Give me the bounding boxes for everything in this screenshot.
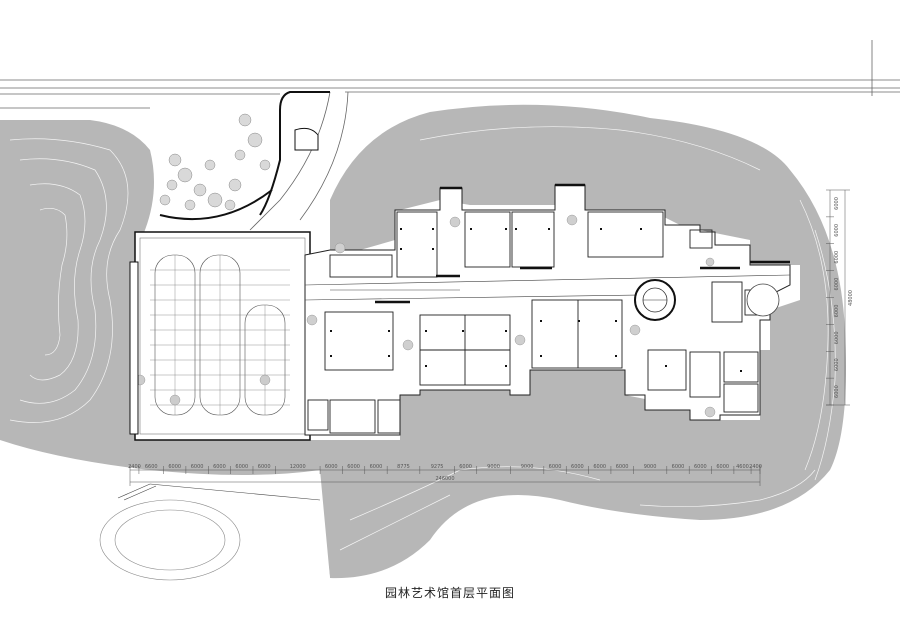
garden-curved-wall [159, 189, 273, 221]
terrain-west [0, 120, 320, 475]
main-corridor [304, 274, 791, 301]
terrain [0, 104, 846, 579]
columns [330, 228, 742, 372]
dimension-label: 2400 [128, 464, 141, 470]
dimension-label: 6000 [834, 224, 840, 237]
bottom-total-dimension: 246000 [435, 476, 454, 482]
dimension-label: 6000 [459, 464, 472, 470]
dimension-label: 6000 [168, 464, 181, 470]
parking-area [129, 231, 311, 441]
dimension-label: 6000 [549, 464, 562, 470]
rooms [307, 211, 766, 434]
dimension-label: 2400 [749, 464, 762, 470]
dimension-label: 6000 [834, 305, 840, 318]
dimension-label: 6000 [834, 197, 840, 210]
garden-trees [159, 113, 271, 211]
dimension-label: 9000 [521, 464, 534, 470]
dimension-label: 6000 [834, 251, 840, 264]
dimension-label: 6000 [593, 464, 606, 470]
right-dimension-labels: 6000 6000 6000 6000 6000 6000 6000 6000 [826, 197, 840, 406]
right-total-dimension: 48000 [848, 290, 854, 306]
dimension-label: 6000 [258, 464, 271, 470]
dimension-label: 9000 [487, 464, 500, 470]
dimension-label: 12000 [290, 464, 306, 470]
bottom-dimension-labels: 2400 6600 6000 6000 6000 6000 6000 12000 6000 600… [128, 464, 762, 474]
dimension-label: 6000 [571, 464, 584, 470]
dimension-label: 6000 [694, 464, 707, 470]
dimension-label: 6000 [834, 331, 840, 344]
dimension-label: 6000 [325, 464, 338, 470]
dimension-label: 6000 [370, 464, 383, 470]
dimension-label: 6000 [672, 464, 685, 470]
drawing-title: 园林艺术馆首层平面图 [384, 586, 515, 600]
dimension-label: 6000 [191, 464, 204, 470]
entrance-curved-wall [259, 91, 330, 216]
terrain-main [320, 104, 846, 579]
lawn-areas [99, 476, 331, 584]
dimension-label: 6000 [716, 464, 729, 470]
dimension-label: 9275 [431, 464, 444, 470]
ramp [117, 483, 321, 501]
dimension-label: 6000 [834, 278, 840, 291]
dimension-label: 4600 [736, 464, 749, 470]
dimension-label: 6000 [213, 464, 226, 470]
dimension-label: 6000 [235, 464, 248, 470]
dimension-label: 6600 [145, 464, 158, 470]
thick-walls [375, 183, 790, 304]
rotunda [634, 279, 780, 321]
building-footprint [304, 184, 791, 436]
dimension-label: 6000 [616, 464, 629, 470]
site-roads [0, 40, 900, 231]
dimension-label: 8775 [397, 464, 410, 470]
courtyard-trees [306, 214, 716, 418]
dimension-label: 6000 [834, 385, 840, 398]
dimension-label: 9000 [644, 464, 657, 470]
dimension-label: 6000 [834, 358, 840, 371]
dimension-label: 6000 [347, 464, 360, 470]
